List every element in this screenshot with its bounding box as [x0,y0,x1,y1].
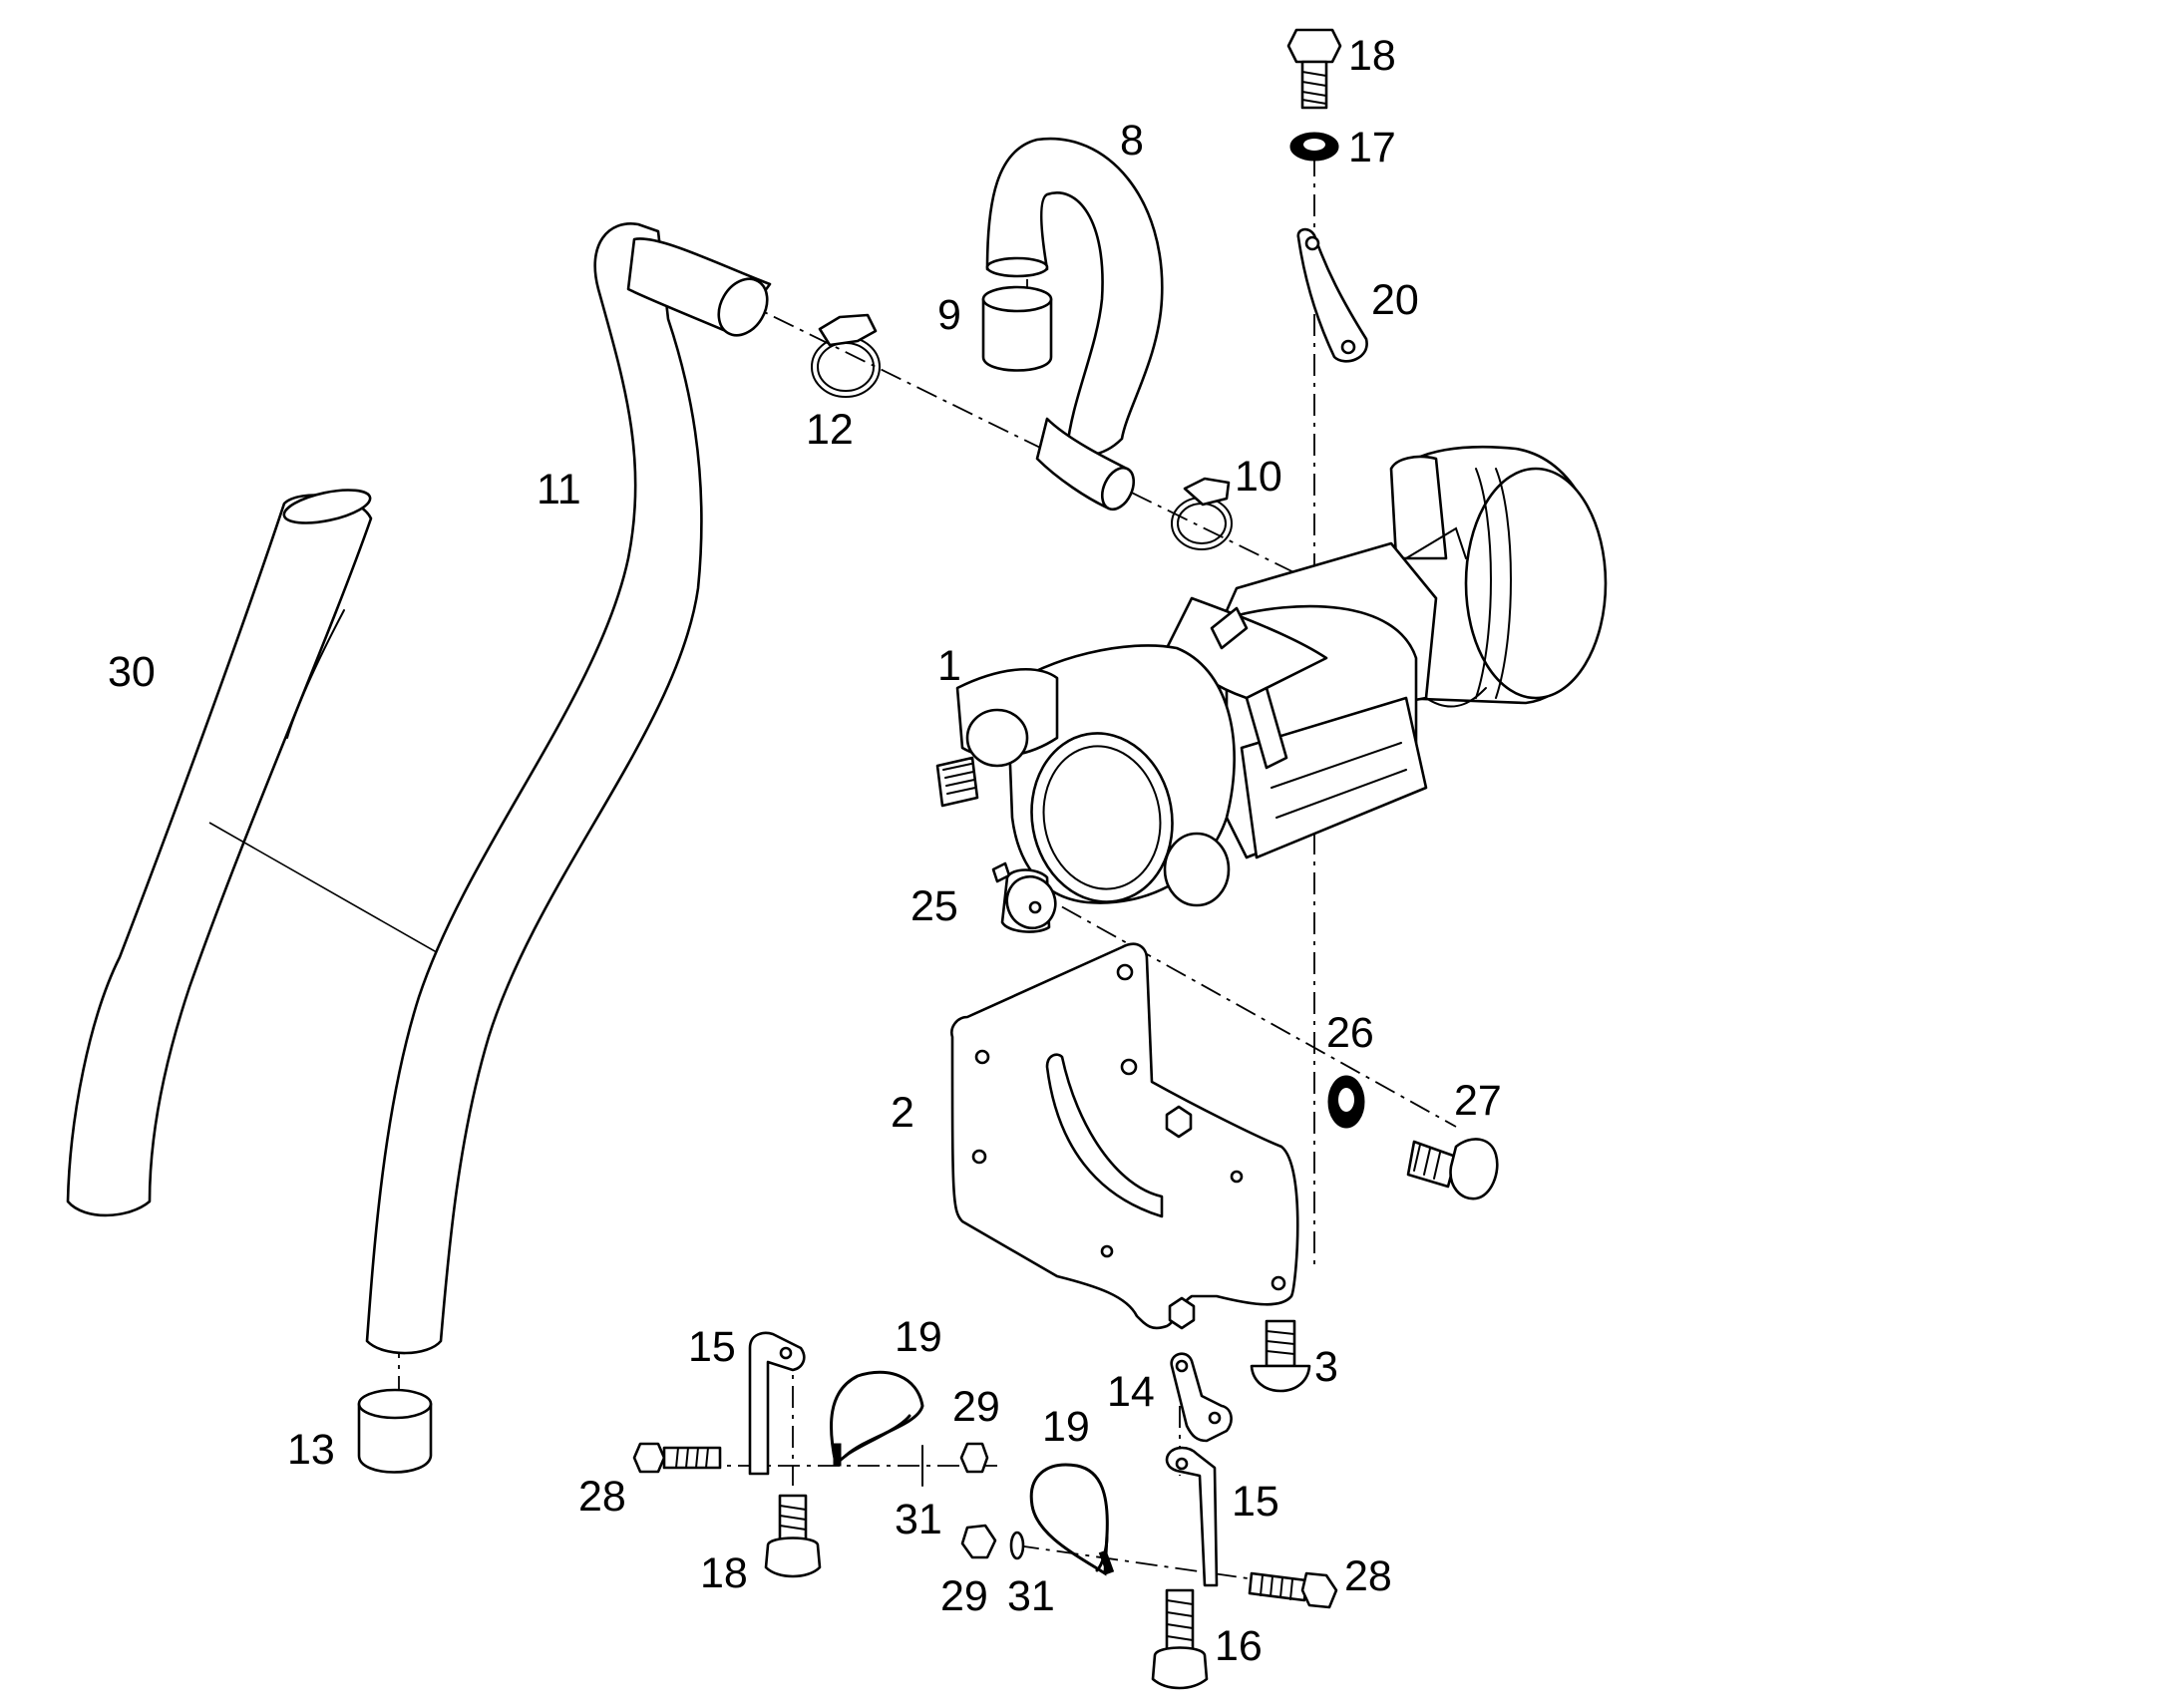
clamp-12 [811,313,881,398]
bracket-15-right [1165,1446,1219,1587]
callout-13: 13 [287,1426,335,1474]
callout-29b: 29 [940,1572,988,1620]
bolt-28-left [632,1442,722,1474]
callout-19a: 19 [895,1313,942,1361]
callout-18b: 18 [700,1549,748,1597]
hose-8 [985,137,1164,512]
damper-25 [991,861,1057,933]
callout-28a: 28 [578,1473,626,1521]
callout-8: 8 [1120,117,1144,165]
callout-10: 10 [1235,453,1282,501]
bolt-16 [1151,1588,1209,1690]
callout-17: 17 [1348,124,1396,171]
nut-29-right [960,1524,997,1559]
washer-17 [1289,132,1339,162]
bolt-18-bottom [764,1494,822,1578]
clamp-10 [1171,477,1233,550]
callout-19b: 19 [1042,1403,1090,1451]
hose-30 [66,489,485,1217]
bracket-15-left [748,1331,806,1476]
callout-30: 30 [108,648,156,696]
callout-14: 14 [1107,1368,1155,1416]
callout-28b: 28 [1344,1552,1392,1600]
callout-20: 20 [1371,276,1419,324]
callout-3: 3 [1314,1343,1338,1391]
callout-2: 2 [891,1089,914,1137]
callout-29a: 29 [952,1383,1000,1431]
callout-25: 25 [910,882,958,930]
heater-unit-1 [935,445,1608,907]
loop-clamp-19-right [1029,1463,1115,1576]
bolt-28-right [1248,1571,1338,1609]
bolt-27 [1406,1138,1499,1200]
callout-31a: 31 [895,1496,942,1543]
callout-12: 12 [806,406,854,454]
callout-16: 16 [1215,1622,1263,1670]
hose-11 [365,222,772,1355]
bracket-14 [1170,1352,1233,1443]
callout-26: 26 [1326,1009,1374,1057]
callout-9: 9 [937,291,961,339]
bolt-18-top [1286,28,1342,110]
callout-1: 1 [937,642,961,690]
loop-clamp-19-left [830,1370,924,1467]
strap-20 [1296,227,1368,363]
washer-31-right [1009,1531,1025,1560]
sleeve-9 [981,285,1053,372]
nut-29-left [959,1442,989,1474]
callout-15b: 15 [1232,1478,1279,1526]
callout-11: 11 [537,466,581,513]
callout-labels: 1 2 3 8 9 10 11 12 13 14 15 15 16 17 18 … [108,32,1502,1670]
callout-18a: 18 [1348,32,1396,80]
bolt-3 [1250,1319,1311,1393]
callout-31b: 31 [1007,1572,1055,1620]
bracket-2 [950,942,1299,1330]
washer-26 [1327,1075,1365,1129]
sleeve-13 [357,1388,433,1474]
callout-15a: 15 [688,1323,736,1371]
callout-27: 27 [1454,1077,1502,1125]
